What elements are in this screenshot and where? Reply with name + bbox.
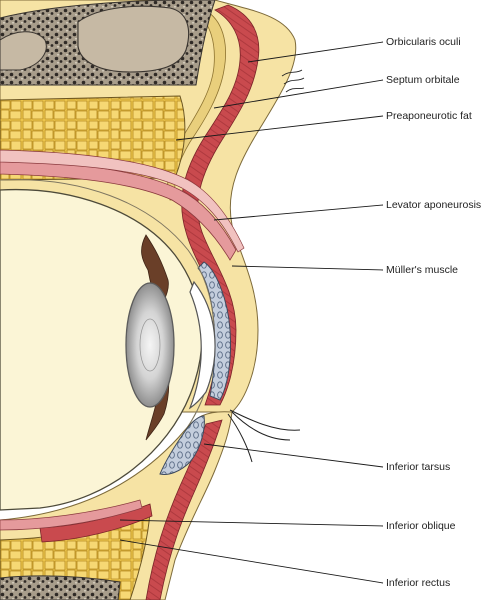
levator-muscle (0, 159, 237, 261)
inferior-rectus-muscle (0, 499, 143, 531)
label-inferior-tarsus: Inferior tarsus (386, 461, 451, 473)
upper-eyelashes (227, 409, 301, 463)
label-inferior-oblique: Inferior oblique (386, 520, 456, 532)
leader-septum-orbitale (213, 79, 384, 109)
leader-inferior-tarsus (203, 443, 384, 468)
ethmoid-sinus (0, 31, 47, 71)
brow-hairs (281, 69, 305, 93)
leader-levator-aponeurosis (213, 204, 384, 221)
leader-lines (119, 41, 384, 584)
cornea (188, 280, 216, 410)
label-muller-muscle: Müller's muscle (386, 264, 459, 276)
lower-tarsus (159, 415, 205, 475)
label-preaponeurotic-fat: Preaponeurotic fat (386, 110, 472, 122)
orbicularis-muscle (181, 4, 260, 406)
leader-muller-muscle (231, 265, 384, 271)
lower-orbicularis (145, 419, 223, 600)
orbital-floor-bone (0, 575, 121, 600)
leader-inferior-oblique (119, 519, 384, 527)
leader-orbicularis-oculi (247, 41, 384, 63)
lens-nucleus (139, 318, 161, 372)
leader-preaponeurotic-fat (175, 115, 384, 141)
label-levator-aponeurosis: Levator aponeurosis (386, 199, 482, 211)
frontal-sinus (77, 5, 190, 73)
label-inferior-rectus: Inferior rectus (386, 577, 451, 589)
levator-aponeurosis-band (0, 149, 245, 253)
label-septum-orbitale: Septum orbitale (386, 74, 460, 86)
eyeball (0, 179, 216, 521)
lower-orbit-region (0, 411, 233, 600)
lens (125, 282, 175, 408)
label-orbicularis-oculi: Orbicularis oculi (386, 36, 461, 48)
leader-inferior-rectus (119, 539, 384, 584)
